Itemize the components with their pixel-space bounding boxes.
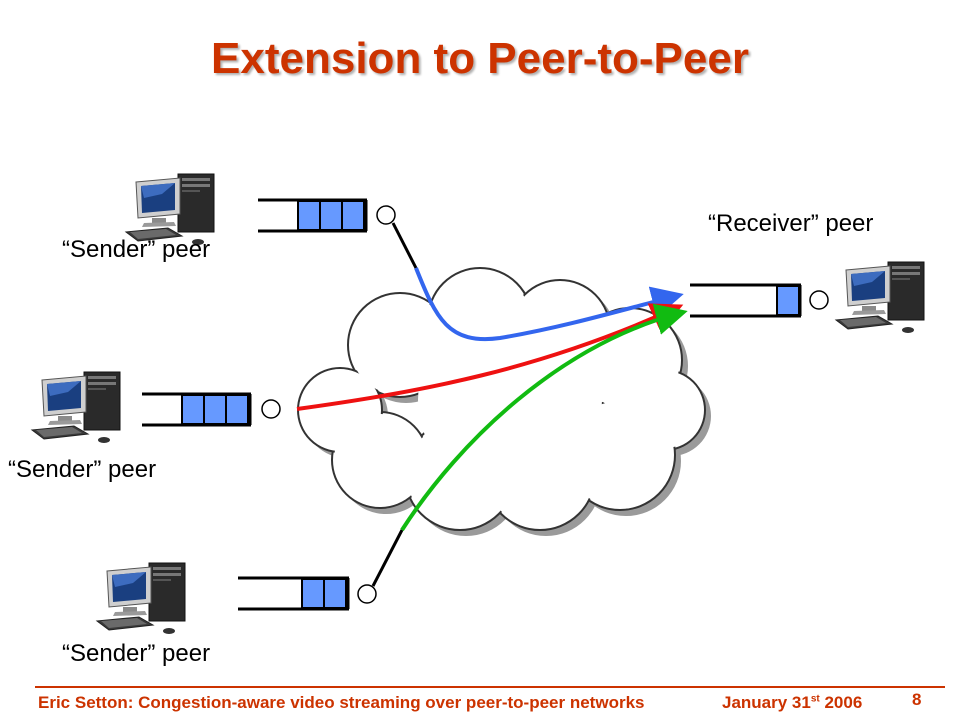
sender-middle-label: “Sender” peer <box>8 456 157 483</box>
server-node <box>376 205 396 225</box>
receiver-label: “Receiver” peer <box>708 210 874 237</box>
bottom-sender-path <box>400 303 688 532</box>
sender-bottom-computer-icon <box>96 562 186 635</box>
sender-top-queue <box>258 198 396 233</box>
queue-packet <box>776 285 800 316</box>
sender-bottom-queue <box>238 576 377 611</box>
sender-middle-queue <box>142 392 281 427</box>
receiver-computer-icon <box>835 261 925 334</box>
page-number: 8 <box>912 690 922 709</box>
queue-packet <box>301 578 325 609</box>
sender-bottom-label: “Sender” peer <box>62 640 211 667</box>
footer-date-prefix: January 31 <box>722 693 811 712</box>
queue-packet <box>297 200 321 231</box>
queue-packet <box>225 394 249 425</box>
footer-date-suffix: 2006 <box>819 693 863 712</box>
top-sender-path <box>414 267 684 342</box>
bottom-sender-link <box>371 529 404 587</box>
footer-date: January 31st 2006 <box>722 693 862 713</box>
footer-date-sup: st <box>810 693 820 705</box>
middle-sender-path <box>296 303 684 411</box>
footer-divider <box>35 686 945 688</box>
top-sender-link <box>391 222 418 269</box>
server-node <box>261 399 281 419</box>
queue-packet <box>319 200 343 231</box>
sender-top-label: “Sender” peer <box>62 236 211 263</box>
sender-top-computer-icon <box>125 173 215 246</box>
server-node <box>809 290 829 310</box>
queue-packet <box>341 200 365 231</box>
queue-packet <box>181 394 205 425</box>
sender-middle-computer-icon <box>31 371 121 444</box>
queue-packet <box>323 578 347 609</box>
network-cloud <box>297 267 711 536</box>
queue-packet <box>203 394 227 425</box>
receiver-queue <box>690 283 829 318</box>
footer-author-title: Eric Setton: Congestion-aware video stre… <box>38 693 645 712</box>
slide-title: Extension to Peer-to-Peer <box>211 34 749 83</box>
server-node <box>357 584 377 604</box>
